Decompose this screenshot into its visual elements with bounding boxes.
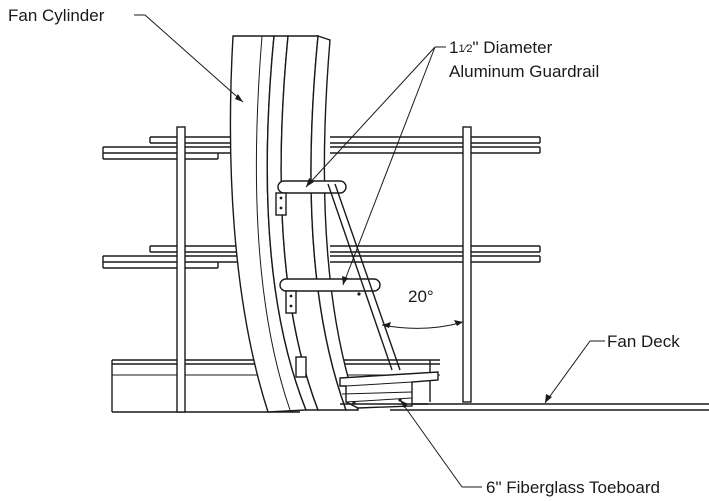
lower-bracket (285, 290, 361, 314)
left-post (176, 126, 186, 413)
leader-fan-cylinder (134, 14, 244, 103)
label-guardrail-line1: 11⁄2" Diameter (449, 38, 553, 57)
label-guardrail-line2: Aluminum Guardrail (449, 62, 599, 81)
toeboard (295, 356, 439, 409)
label-fan-cylinder: Fan Cylinder (8, 6, 105, 25)
angle-indicator (381, 320, 464, 329)
label-guardrail-line1-rest: " Diameter (473, 38, 553, 57)
label-guardrail-size-whole: 1 (449, 38, 458, 57)
right-mid-rail (330, 245, 541, 263)
guardrail-pipe-lower (279, 278, 381, 292)
right-post (462, 126, 472, 403)
label-fan-deck: Fan Deck (607, 332, 680, 351)
fan-cylinder (229, 35, 359, 413)
left-mid-rail (102, 245, 240, 269)
leader-fan-deck (544, 340, 605, 404)
label-angle: 20° (408, 287, 434, 306)
left-top-rail (102, 136, 240, 160)
right-top-rail (330, 136, 541, 154)
leader-guardrail (305, 46, 446, 286)
leader-toeboard (399, 399, 482, 488)
label-toeboard: 6" Fiberglass Toeboard (486, 478, 660, 497)
upper-bracket (275, 192, 287, 216)
angled-brace (327, 183, 401, 371)
label-guardrail-size-frac: 1⁄2 (458, 43, 472, 55)
